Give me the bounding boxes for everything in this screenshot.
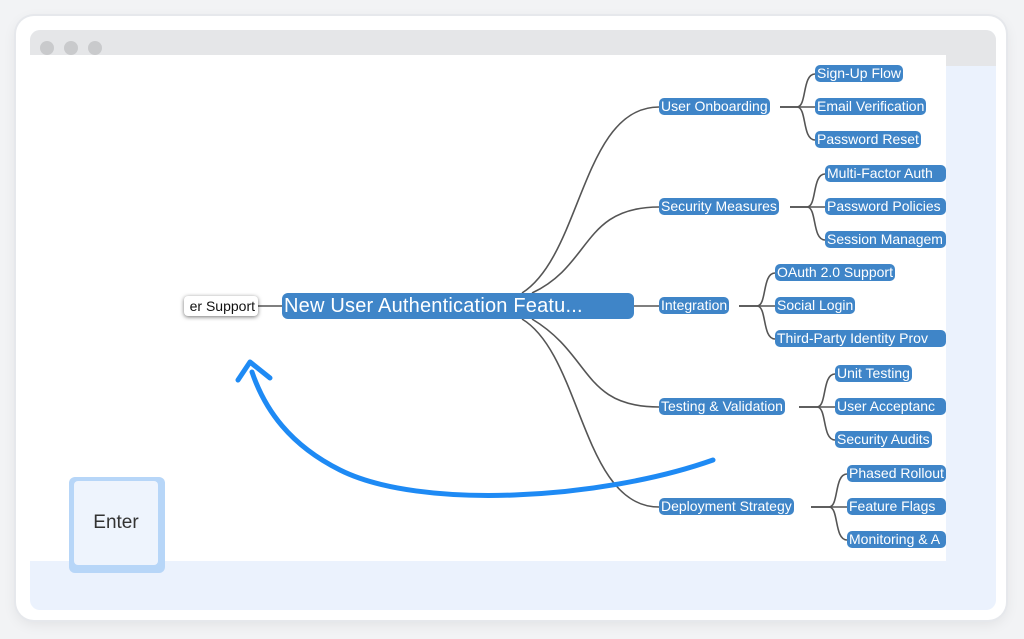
child-password-policies[interactable]: Password Policies [825,198,946,215]
branch-testing-validation[interactable]: Testing & Validation [659,398,785,415]
child-phased-rollout[interactable]: Phased Rollout [847,465,946,482]
child-unit-testing[interactable]: Unit Testing [835,365,912,382]
node-edit-text: er Support [189,298,255,314]
child-feature-flags[interactable]: Feature Flags [847,498,946,515]
enter-key-face: Enter [74,481,158,565]
child-password-reset[interactable]: Password Reset [815,131,921,148]
child-user-acceptance[interactable]: User Acceptanc [835,398,946,415]
child-monitoring[interactable]: Monitoring & A [847,531,946,548]
branch-user-onboarding[interactable]: User Onboarding [659,98,770,115]
link-root-security [531,206,660,294]
branch-integration[interactable]: Integration [659,297,730,314]
child-oauth-support[interactable]: OAuth 2.0 Support [775,264,895,281]
child-session-management[interactable]: Session Managem [825,231,946,248]
child-third-party-identity[interactable]: Third-Party Identity Prov [775,330,946,347]
arrow-head-icon [235,359,273,383]
mindmap-links [258,73,848,541]
child-multi-factor-auth[interactable]: Multi-Factor Auth [825,165,946,182]
branch-deployment-strategy[interactable]: Deployment Strategy [659,498,794,515]
child-sign-up-flow[interactable]: Sign-Up Flow [815,65,904,82]
minimize-window-dot[interactable] [64,41,78,55]
child-security-audits[interactable]: Security Audits [835,431,932,448]
node-edit-input[interactable]: er Support [184,296,258,316]
mindmap-canvas[interactable]: er Support New User Authentication Featu… [22,55,946,561]
enter-key-label: Enter [93,512,139,533]
enter-key-indicator: Enter [69,477,165,573]
link-root-onboarding [521,106,660,294]
link-root-testing [531,318,660,408]
branch-security-measures[interactable]: Security Measures [659,198,779,215]
curved-arrow-icon [249,369,716,498]
root-node[interactable]: New User Authentication Featu... [282,293,634,319]
link-root-deployment [521,318,660,508]
maximize-window-dot[interactable] [88,41,102,55]
close-window-dot[interactable] [40,41,54,55]
child-email-verification[interactable]: Email Verification [815,98,927,115]
child-social-login[interactable]: Social Login [775,297,856,314]
